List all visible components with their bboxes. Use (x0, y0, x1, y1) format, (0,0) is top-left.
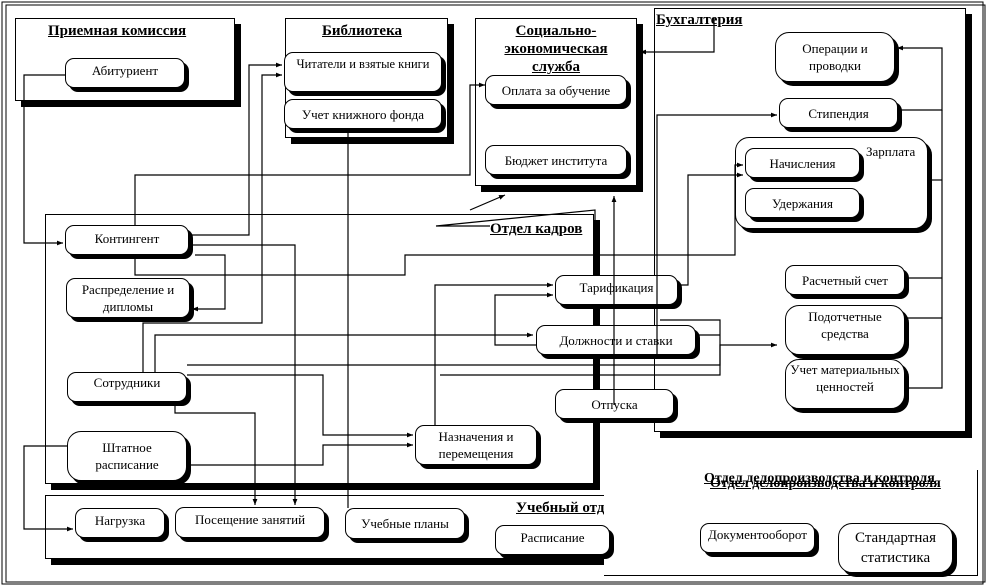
node-employees[interactable]: Сотрудники (67, 372, 187, 402)
group-title-socio-economic: Социально-экономическая служба (504, 23, 608, 75)
group-title-records-overlap: Отдел делопроизводства и контроля (710, 476, 941, 491)
node-positions-rates[interactable]: Должности и ставки (536, 325, 696, 355)
node-attendance[interactable]: Посещение занятий (175, 507, 325, 538)
node-tuition-payment[interactable]: Оплата за обучение (485, 75, 627, 105)
group-title-library: Библиотека (322, 23, 402, 39)
node-book-fund[interactable]: Учет книжного фонда (284, 99, 442, 129)
node-distribution-diplomas[interactable]: Распределение и дипломы (66, 278, 190, 318)
node-institute-budget[interactable]: Бюджет института (485, 145, 627, 175)
group-title-accounting: Бухгалтерия (656, 12, 743, 28)
node-tariffication[interactable]: Тарификация (555, 275, 678, 305)
node-workload[interactable]: Нагрузка (75, 508, 165, 538)
node-settlement-account[interactable]: Расчетный счет (785, 265, 905, 295)
node-appointments[interactable]: Назначения и перемещения (415, 425, 537, 465)
node-standard-statistics[interactable]: Стандартная статистика (838, 523, 953, 573)
node-applicant[interactable]: Абитуриент (65, 58, 185, 88)
outer-frame-inner (5, 4, 986, 583)
node-timetable[interactable]: Расписание (495, 525, 610, 555)
node-operations[interactable]: Операции и проводки (775, 32, 895, 82)
node-accruals[interactable]: Начисления (745, 148, 860, 178)
group-title-hr: Отдел кадров (490, 221, 583, 237)
node-stipend[interactable]: Стипендия (779, 98, 898, 128)
node-curricula[interactable]: Учебные планы (345, 508, 465, 539)
group-title-admissions: Приемная комиссия (48, 23, 187, 39)
group-title-academic: Учебный отдел (516, 500, 620, 516)
salary-title: Зарплата (866, 144, 916, 159)
node-vacations[interactable]: Отпуска (555, 389, 674, 419)
group-title-records: Отдел делопроизводства и контроля (704, 471, 935, 486)
node-contingent[interactable]: Контингент (65, 225, 189, 255)
node-readers-books[interactable]: Читатели и взятые книги (284, 52, 442, 92)
node-material-assets[interactable]: Учет материальных ценностей (785, 359, 905, 409)
node-document-flow[interactable]: Документооборот (700, 523, 815, 553)
node-accountable-funds[interactable]: Подотчетные средства (785, 305, 905, 355)
node-deductions[interactable]: Удержания (745, 188, 860, 218)
node-staff-schedule[interactable]: Штатное расписание (67, 431, 187, 481)
